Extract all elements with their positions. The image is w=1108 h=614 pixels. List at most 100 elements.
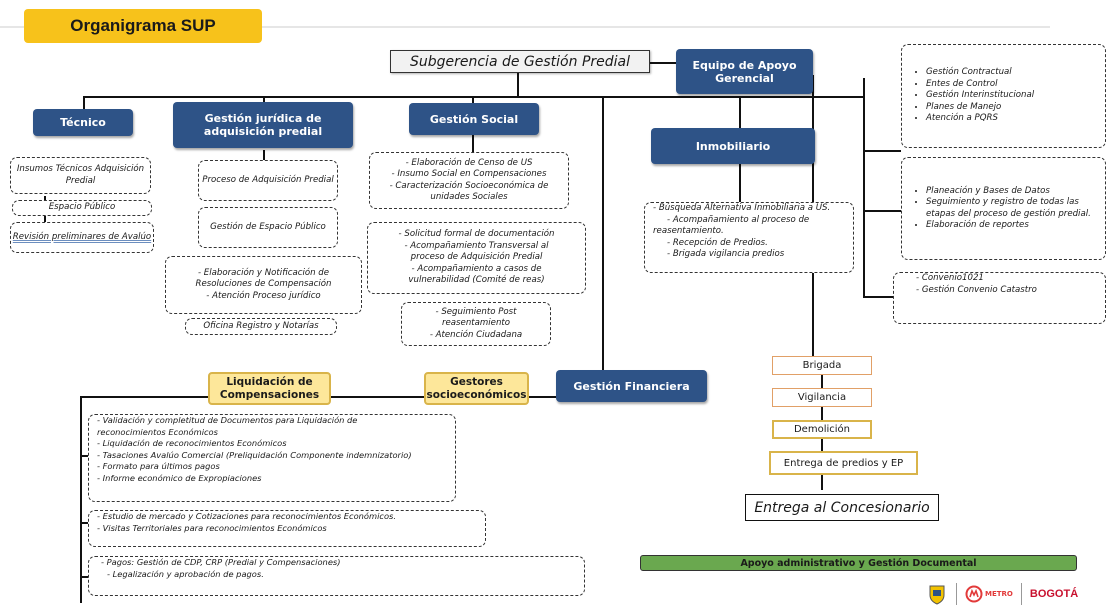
line-text: - Convenio1021 xyxy=(916,273,984,283)
juridica-proceso-text: Proceso de Adquisición Predial xyxy=(202,174,334,185)
header-rule xyxy=(0,26,1050,28)
line-text: proceso de Adquisición Predial xyxy=(410,252,543,263)
tecnico-item-text: Revisión preliminares de Avalúo xyxy=(12,231,152,242)
flow-text: Brigada xyxy=(802,360,842,371)
tecnico-item: Revisión preliminares de Avalúo xyxy=(10,222,154,253)
flow-brigada: Brigada xyxy=(772,356,872,375)
tecnico-node: Técnico xyxy=(33,109,133,136)
gestores-tag: Gestores socioeconómicos xyxy=(424,372,529,405)
line-text: - Brigada vigilancia predios xyxy=(667,249,785,259)
support-label: Equipo de Apoyo Gerencial xyxy=(692,58,797,85)
juridica-resoluciones: - Elaboración y Notificación de Resoluci… xyxy=(165,256,362,314)
line-text: - Solicitud formal de documentación xyxy=(398,229,555,240)
social-label: Gestión Social xyxy=(429,112,519,126)
concesionario-text: Entrega al Concesionario xyxy=(754,499,930,516)
support-item: Atención a PQRS xyxy=(926,113,1034,125)
planning-item: Planeación y Bases de Datos xyxy=(926,186,1099,198)
line-text: vulnerabilidad (Comité de reas) xyxy=(408,275,545,286)
connector xyxy=(739,164,741,202)
juridica-node: Gestión jurídica de adquisición predial xyxy=(173,102,353,148)
financiera-node: Gestión Financiera xyxy=(556,370,707,402)
connector xyxy=(650,62,676,64)
divider xyxy=(1020,583,1022,605)
connector xyxy=(863,150,901,152)
line-text: - Liquidación de reconocimientos Económi… xyxy=(97,438,287,448)
root-label: Subgerencia de Gestión Predial xyxy=(409,53,631,70)
line-text: - Estudio de mercado y Cotizaciones para… xyxy=(97,511,396,521)
line-text: - Atención Proceso jurídico xyxy=(206,290,321,301)
tecnico-label: Técnico xyxy=(60,116,106,129)
connector xyxy=(80,396,82,603)
support-items: Gestión Contractual Entes de Control Ges… xyxy=(912,67,1034,125)
connector xyxy=(80,455,88,457)
line-text: - Legalización y aprobación de pagos. xyxy=(107,568,264,579)
root-node: Subgerencia de Gestión Predial xyxy=(390,50,650,73)
metro-logo: METRO xyxy=(965,585,1013,603)
concesionario-node: Entrega al Concesionario xyxy=(745,494,939,521)
tecnico-item-text: Espacio Público xyxy=(48,202,116,213)
tecnico-item-text: Insumos Técnicos Adquisición Predial xyxy=(16,164,145,186)
apoyo-bar: Apoyo administrativo y Gestión Documenta… xyxy=(640,555,1077,571)
line-text: - Tasaciones Avalúo Comercial (Preliquid… xyxy=(97,449,412,460)
juridica-oficina: Oficina Registro y Notarías xyxy=(185,318,337,335)
social-node: Gestión Social xyxy=(409,103,539,135)
support-item: Planes de Manejo xyxy=(926,102,1034,114)
logo-strip: METRO BOGOTÁ xyxy=(926,580,1102,608)
connector xyxy=(602,96,604,371)
line-text: - Acompañamiento Transversal al xyxy=(404,240,549,251)
line-text: reasentamiento. xyxy=(653,226,724,236)
social-group-2: - Solicitud formal de documentación - Ac… xyxy=(367,222,586,294)
line-text: - Caracterización Socioeconómica de xyxy=(389,180,549,191)
connector xyxy=(739,96,741,128)
planning-items: Planeación y Bases de Datos Seguimiento … xyxy=(912,186,1099,232)
line-text: - Formato para últimos pagos xyxy=(97,461,220,471)
connector xyxy=(863,296,893,298)
inmobiliario-node: Inmobiliario xyxy=(651,128,815,164)
financiera-box-1: - Validación y completitud de Documentos… xyxy=(88,414,456,502)
gestores-text: Gestores socioeconómicos xyxy=(426,375,527,401)
flow-vigilancia: Vigilancia xyxy=(772,388,872,407)
tecnico-item: Insumos Técnicos Adquisición Predial xyxy=(10,157,151,194)
financiera-box-2: - Estudio de mercado y Cotizaciones para… xyxy=(88,510,486,547)
line-text: unidades Sociales xyxy=(430,192,508,202)
bogota-logo: BOGOTÁ xyxy=(1029,588,1079,600)
line-text: Resoluciones de Compensación xyxy=(195,279,332,290)
social-group-1: - Elaboración de Censo de US - Insumo So… xyxy=(369,152,569,209)
connector xyxy=(517,73,519,97)
connector xyxy=(83,96,85,110)
flow-text: Demolición xyxy=(793,424,850,435)
line-text: - Elaboración de Censo de US xyxy=(405,157,533,168)
support-node: Equipo de Apoyo Gerencial xyxy=(676,49,813,94)
support-item: Gestión Contractual xyxy=(926,67,1034,79)
connector xyxy=(472,96,474,104)
liquidacion-text: Liquidación de Compensaciones xyxy=(219,375,320,401)
divider xyxy=(956,583,957,605)
line-text: - Informe económico de Expropiaciones xyxy=(97,472,262,483)
financiera-box-3: - Pagos: Gestión de CDP, CRP (Predial y … xyxy=(88,556,585,596)
line-text: - Gestión Convenio Catastro xyxy=(916,284,1037,295)
line-text: - Recepción de Predios. xyxy=(667,237,768,248)
line-text: - Insumo Social en Compensaciones xyxy=(391,169,547,179)
juridica-label: Gestión jurídica de adquisición predial xyxy=(203,112,323,138)
line-text: - Seguimiento Post xyxy=(435,306,517,317)
line-text: - Pagos: Gestión de CDP, CRP (Predial y … xyxy=(101,557,341,567)
inmobiliario-label: Inmobiliario xyxy=(695,139,771,153)
page-title-text: Organigrama SUP xyxy=(70,16,216,35)
planning-list: Planeación y Bases de Datos Seguimiento … xyxy=(901,157,1106,260)
line-text: - Acompañamiento a casos de xyxy=(411,263,542,274)
juridica-espacio-text: Gestión de Espacio Público xyxy=(210,221,326,232)
liquidacion-tag: Liquidación de Compensaciones xyxy=(208,372,331,405)
page-title: Organigrama SUP xyxy=(24,9,262,43)
connector xyxy=(263,96,265,104)
line-text: - Acompañamiento al proceso de xyxy=(667,214,810,225)
connector xyxy=(472,135,474,153)
inmobiliario-list: - Búsqueda Alternativa Inmobiliaria a US… xyxy=(644,202,854,273)
planning-item: Seguimiento y registro de todas las etap… xyxy=(926,197,1099,220)
connector xyxy=(863,210,901,212)
support-item: Gestión Interinstitucional xyxy=(926,90,1034,102)
connector xyxy=(80,576,88,578)
connector xyxy=(80,522,88,524)
flow-entrega-predios: Entrega de predios y EP xyxy=(769,451,918,475)
metro-text: METRO xyxy=(985,590,1013,598)
connector xyxy=(863,78,865,296)
